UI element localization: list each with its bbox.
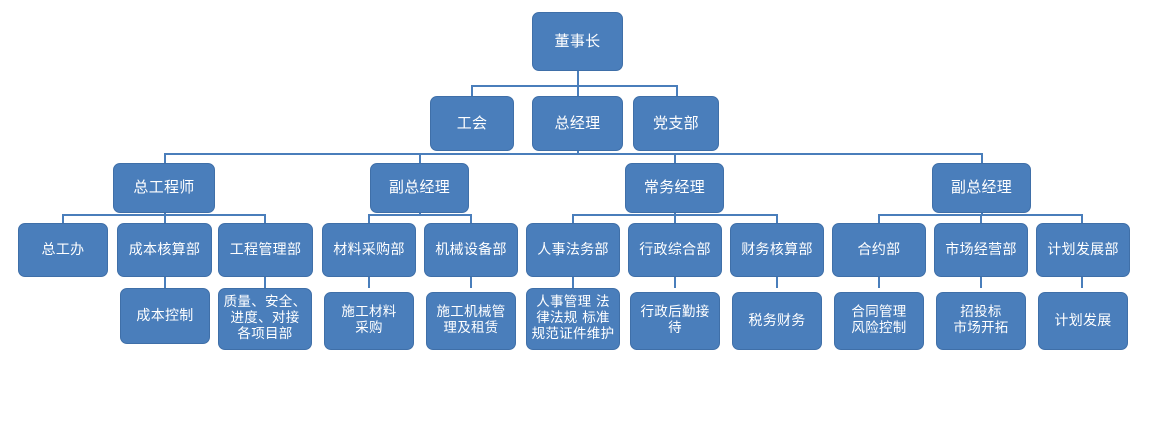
node-chairman[interactable]: 董事长 [532, 12, 623, 71]
node-deputy-gm-right-label: 副总经理 [950, 178, 1013, 197]
node-general-manager-label: 总经理 [554, 113, 601, 132]
node-planning-development-dept-label: 计划发展部 [1047, 241, 1119, 258]
node-admin-logistics-reception[interactable]: 行政后勤接 待 [630, 292, 720, 350]
node-tax-finance[interactable]: 税务财务 [732, 292, 822, 350]
node-deputy-gm-left[interactable]: 副总经理 [370, 163, 469, 213]
connector-to-cost-accounting-dept [164, 214, 166, 223]
node-executive-manager-label: 常务经理 [643, 178, 706, 197]
connector-to-deputy-gm-right [981, 153, 983, 163]
node-planning-development-label: 计划发展 [1054, 312, 1112, 329]
connector-to-chief-engineer-office [62, 214, 64, 223]
node-construction-machinery-label: 施工机械管 理及租赁 [436, 304, 506, 336]
node-admin-general-dept[interactable]: 行政综合部 [628, 223, 722, 277]
connector-to-material-purchasing-dept [368, 214, 370, 223]
connector-to-union [471, 85, 473, 96]
node-mechanical-equipment-dept-label: 机械设备部 [435, 241, 507, 258]
node-general-manager[interactable]: 总经理 [532, 96, 623, 151]
node-contract-dept[interactable]: 合约部 [832, 223, 926, 277]
node-engineering-mgmt-dept-label: 工程管理部 [229, 241, 302, 258]
connector-level3-bus [164, 153, 982, 155]
node-chairman-label: 董事长 [554, 31, 601, 50]
node-hr-legal-dept[interactable]: 人事法务部 [526, 223, 620, 277]
connector-level2-bus [471, 85, 678, 87]
connector-hr-legal-to-hr-standards [572, 277, 574, 288]
connector-to-finance-accounting-dept [776, 214, 778, 223]
connector-contract-to-contract-risk [878, 277, 880, 288]
node-material-purchasing-dept[interactable]: 材料采购部 [322, 223, 416, 277]
connector-to-hr-legal-dept [572, 214, 574, 223]
node-deputy-gm-right[interactable]: 副总经理 [932, 163, 1031, 213]
node-executive-manager[interactable]: 常务经理 [625, 163, 724, 213]
node-market-operations-dept[interactable]: 市场经营部 [934, 223, 1028, 277]
node-union[interactable]: 工会 [430, 96, 514, 151]
node-construction-material-purchase[interactable]: 施工材料 采购 [324, 292, 414, 350]
node-contract-risk-control[interactable]: 合同管理 风险控制 [834, 292, 924, 350]
node-bidding-market-expansion-label: 招投标 市场开拓 [953, 304, 1009, 336]
node-tax-finance-label: 税务财务 [748, 312, 806, 329]
node-cost-accounting-dept-label: 成本核算部 [128, 241, 201, 258]
connector-mechanical-equipment-to-construction-machinery [470, 277, 472, 288]
connector-deputy-gm-left-bus [368, 214, 471, 216]
node-hr-legal-standards[interactable]: 人事管理 法 律法规 标准 规范证件维护 [526, 288, 620, 350]
connector-material-purchasing-to-construction-material [368, 277, 370, 288]
connector-engineering-mgmt-to-quality [264, 277, 266, 288]
node-cost-control-label: 成本控制 [136, 307, 194, 324]
node-quality-safety-progress-label: 质量、安全、 进度、对接 各项目部 [223, 294, 307, 342]
node-chief-engineer[interactable]: 总工程师 [113, 163, 215, 213]
node-chief-engineer-label: 总工程师 [133, 178, 195, 197]
node-cost-accounting-dept[interactable]: 成本核算部 [117, 223, 212, 277]
node-contract-risk-control-label: 合同管理 风险控制 [851, 304, 907, 336]
connector-finance-accounting-to-tax-finance [776, 277, 778, 288]
connector-to-planning-development-dept [1081, 214, 1083, 223]
node-chief-engineer-office-label: 总工办 [41, 241, 85, 258]
connector-to-engineering-mgmt-dept [264, 214, 266, 223]
node-market-operations-dept-label: 市场经营部 [945, 241, 1017, 258]
node-contract-dept-label: 合约部 [857, 241, 901, 258]
node-union-label: 工会 [456, 113, 488, 132]
connector-to-general-manager [577, 85, 579, 96]
node-cost-control[interactable]: 成本控制 [120, 288, 210, 344]
connector-to-deputy-gm-left [419, 153, 421, 163]
connector-to-party-branch [676, 85, 678, 96]
connector-chairman-down [577, 71, 579, 85]
connector-to-admin-general-dept [674, 214, 676, 223]
node-hr-legal-dept-label: 人事法务部 [537, 241, 609, 258]
node-planning-development[interactable]: 计划发展 [1038, 292, 1128, 350]
node-finance-accounting-dept[interactable]: 财务核算部 [730, 223, 824, 277]
node-construction-machinery[interactable]: 施工机械管 理及租赁 [426, 292, 516, 350]
node-bidding-market-expansion[interactable]: 招投标 市场开拓 [936, 292, 1026, 350]
node-deputy-gm-left-label: 副总经理 [388, 178, 451, 197]
connector-chief-engineer-bus [62, 214, 265, 216]
connector-admin-general-to-admin-logistics [674, 277, 676, 288]
node-mechanical-equipment-dept[interactable]: 机械设备部 [424, 223, 518, 277]
connector-to-market-operations-dept [980, 214, 982, 223]
connector-to-chief-engineer [164, 153, 166, 163]
node-finance-accounting-dept-label: 财务核算部 [741, 241, 813, 258]
connector-to-mechanical-equipment-dept [470, 214, 472, 223]
node-admin-logistics-reception-label: 行政后勤接 待 [640, 304, 710, 336]
node-quality-safety-progress[interactable]: 质量、安全、 进度、对接 各项目部 [218, 288, 312, 350]
node-material-purchasing-dept-label: 材料采购部 [333, 241, 405, 258]
node-engineering-mgmt-dept[interactable]: 工程管理部 [218, 223, 313, 277]
connector-to-executive-manager [674, 153, 676, 163]
connector-planning-dept-to-planning-development [1081, 277, 1083, 288]
node-chief-engineer-office[interactable]: 总工办 [18, 223, 108, 277]
node-admin-general-dept-label: 行政综合部 [639, 241, 711, 258]
node-party-branch-label: 党支部 [653, 113, 699, 132]
node-construction-material-purchase-label: 施工材料 采购 [341, 304, 397, 336]
connector-market-operations-to-bidding [980, 277, 982, 288]
connector-to-contract-dept [878, 214, 880, 223]
node-party-branch[interactable]: 党支部 [633, 96, 719, 151]
connector-cost-accounting-to-cost-control [164, 277, 166, 288]
node-hr-legal-standards-label: 人事管理 法 律法规 标准 规范证件维护 [531, 294, 615, 342]
node-planning-development-dept[interactable]: 计划发展部 [1036, 223, 1130, 277]
